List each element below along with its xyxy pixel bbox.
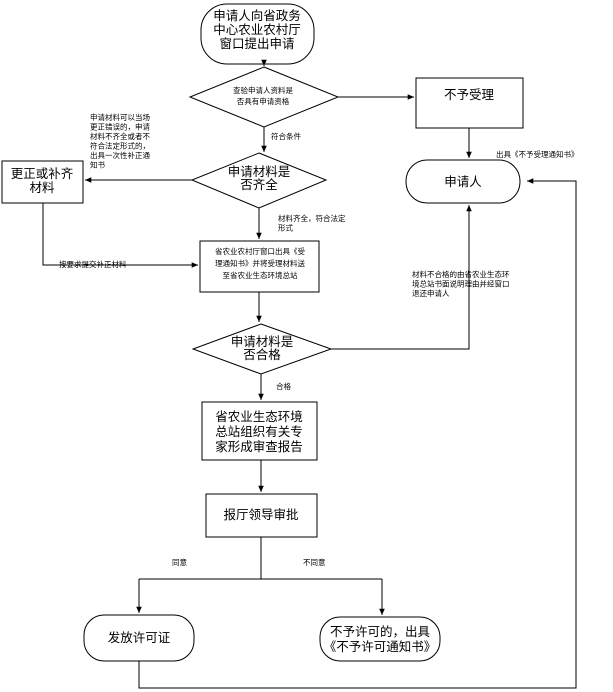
- accept-send-text-line-3: 至省农业生态环境总站: [223, 270, 298, 280]
- reject-text: 不予受理: [444, 87, 495, 102]
- applicant-text: 申请人: [444, 174, 482, 189]
- approval-text: 报厅领导审批: [223, 507, 298, 522]
- qualified-text-line-2: 否合格: [243, 347, 281, 362]
- correction-note-label-line-3: 材料不齐全或者不: [90, 131, 150, 141]
- review-node: [201, 401, 318, 461]
- correction-note-label-line-4: 符合法定形式的，: [90, 141, 150, 151]
- check-docs-text-line-2: 否具有申请资格: [237, 96, 290, 106]
- review-text-line-3: 家形成审查报告: [215, 439, 303, 454]
- deny-text-line-1: 不予许可的，出具: [330, 624, 431, 639]
- correct-text-line-1: 更正或补齐: [11, 166, 74, 181]
- review-text-line-1: 省农业生态环境: [215, 409, 303, 424]
- start-text-line-2: 中心农业农村厅: [213, 22, 301, 37]
- unqualified-note-label-line-3: 退还申请人: [412, 288, 450, 298]
- disagree-label: 不同意: [303, 557, 326, 567]
- start-node: [200, 3, 315, 65]
- deny-node: [319, 616, 441, 662]
- qualified-text-line-1: 申请材料是: [231, 334, 294, 349]
- correction-note-label-line-6: 知书: [90, 160, 105, 170]
- review-text-line-2: 总站组织有关专: [215, 424, 303, 439]
- check-docs-text-line-1: 查验申请人资料是: [233, 85, 293, 95]
- complete-yes-label-line-2: 形式: [278, 223, 293, 233]
- qualified-yes-label: 合格: [276, 381, 291, 391]
- correct-text-line-2: 材料: [29, 180, 55, 195]
- accept-send-text-line-2: 理通知书》并将受理材料送: [215, 258, 305, 268]
- correction-note-label-line-2: 更正错误的，申请: [90, 122, 150, 132]
- deny-text-line-2: 《不予许可通知书》: [324, 639, 437, 654]
- reject-node: [415, 77, 524, 129]
- meets-conditions-label: 符合条件: [271, 131, 301, 141]
- issue-text: 发放许可证: [108, 630, 171, 645]
- unqualified-note-label-line-1: 材料不合格的由省农业生态环: [412, 269, 510, 279]
- unqualified-note-label-line-2: 境总站书面说明理由并经窗口: [412, 279, 510, 289]
- resubmit-label: 按要求提交补正材料: [59, 259, 127, 269]
- accept-send-text-line-1: 省农业农村厅窗口出具《受: [215, 246, 305, 256]
- correction-note-label-line-5: 出具一次性补正通: [90, 150, 150, 160]
- start-text-line-3: 窗口提出申请: [219, 36, 294, 51]
- reject-notice-label: 出具《不予受理通知书》: [496, 149, 579, 159]
- start-text-line-1: 申请人向省政务: [213, 8, 301, 23]
- agree-label: 同意: [172, 557, 187, 567]
- complete-text-line-1: 申请材料是: [228, 164, 291, 179]
- applicant-node: [405, 159, 521, 204]
- correction-note-label-line-1: 申请材料可以当场: [90, 112, 150, 122]
- complete-yes-label-line-1: 材料齐全，符合法定: [278, 213, 346, 223]
- complete-text-line-2: 否齐全: [240, 177, 278, 192]
